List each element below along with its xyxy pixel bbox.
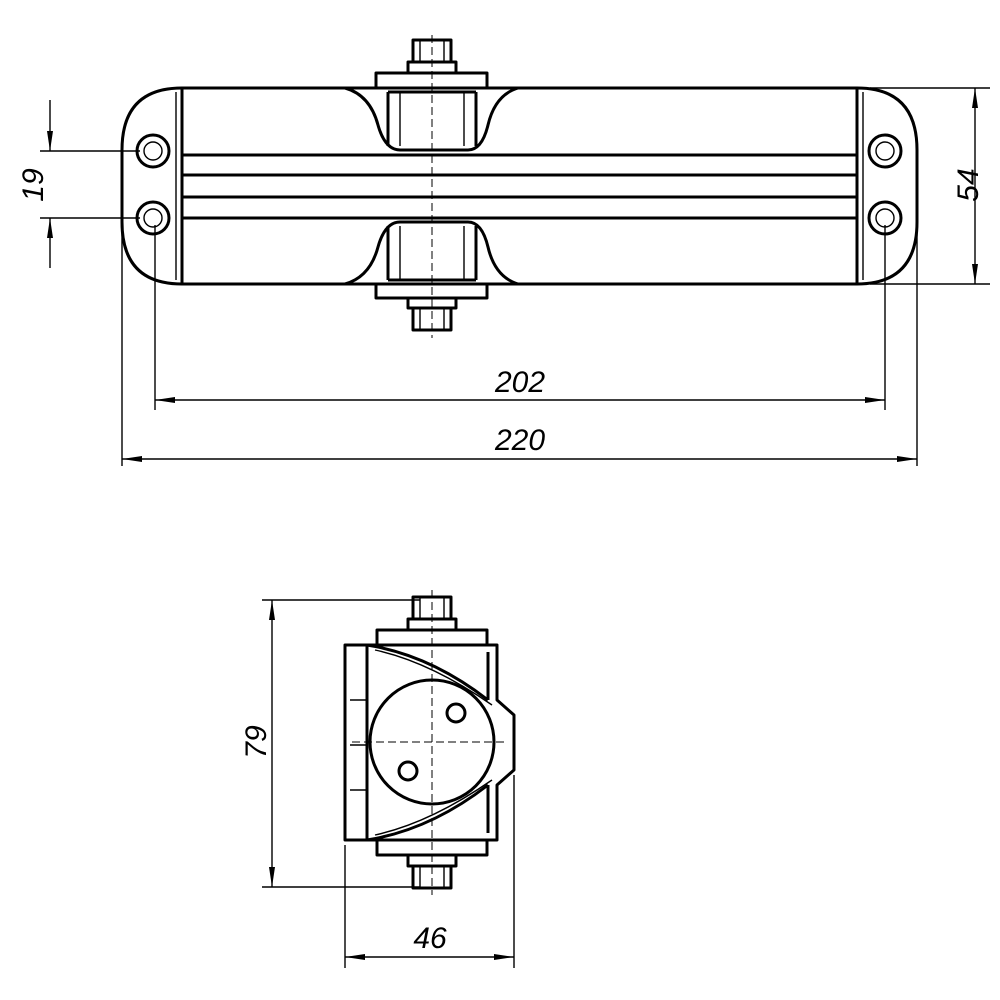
dimension-54: 54 (870, 87, 990, 285)
dimension-220: 220 (121, 225, 918, 466)
bottom-bracket (344, 220, 519, 332)
dimension-label: 79 (240, 725, 273, 759)
dimension-label: 46 (413, 922, 447, 955)
dimension-label: 202 (494, 366, 545, 399)
dimension-label: 19 (17, 168, 50, 202)
mounting-holes (135, 133, 903, 236)
dimension-202: 202 (154, 225, 886, 410)
grooves (182, 153, 857, 220)
dimension-label: 54 (952, 168, 985, 201)
side-view (343, 590, 516, 895)
top-bracket (344, 38, 519, 152)
dimension-19: 19 (17, 100, 140, 268)
dimension-46: 46 (344, 775, 515, 968)
dimension-label: 220 (494, 424, 545, 457)
top-view (120, 35, 919, 338)
dimension-79: 79 (240, 599, 420, 888)
